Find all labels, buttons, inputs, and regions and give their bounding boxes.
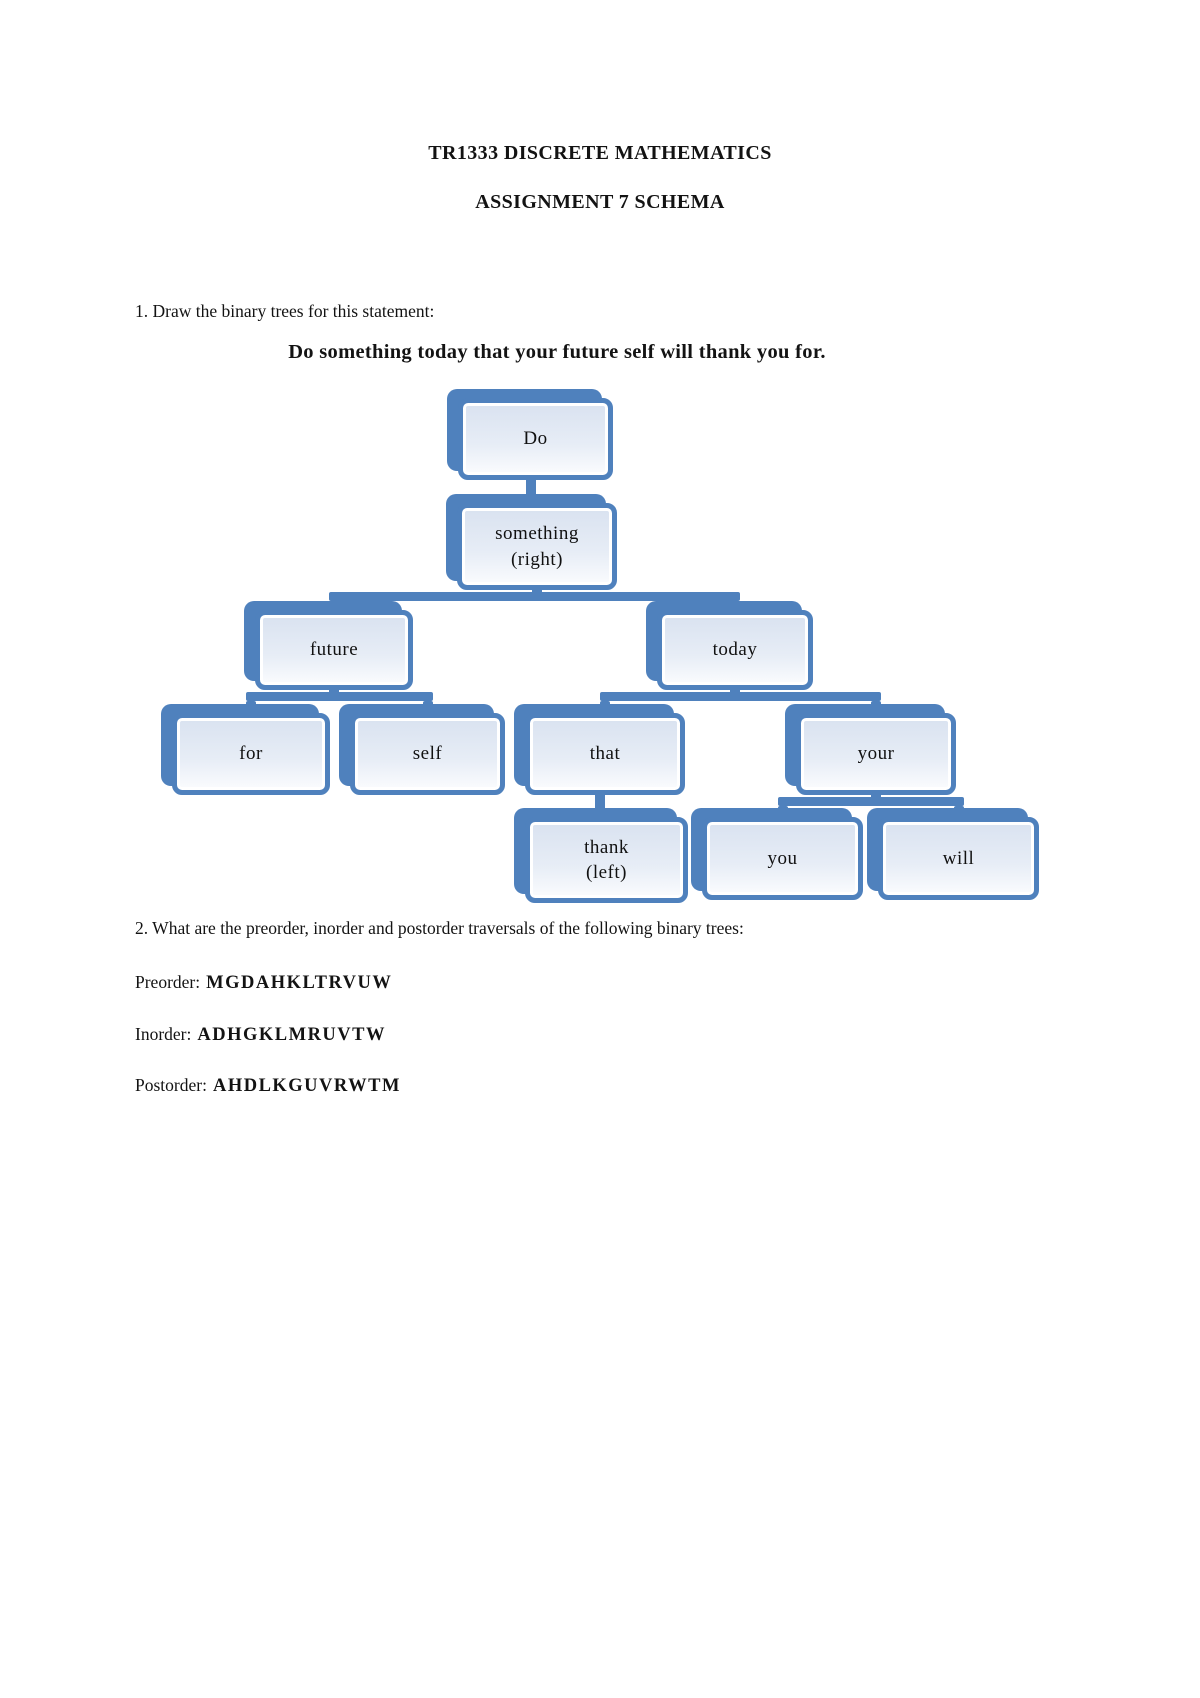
- tree-connector: [329, 684, 339, 696]
- node-label: for: [239, 743, 263, 765]
- tree-node-do: Do: [447, 389, 613, 480]
- node-label: thank: [584, 836, 629, 858]
- question-2: 2. What are the preorder, inorder and po…: [135, 918, 744, 938]
- node-box: will: [878, 817, 1039, 900]
- tree-node-future: future: [244, 601, 413, 690]
- node-label: future: [309, 639, 359, 661]
- node-label: self: [412, 743, 443, 765]
- tree-connector: [532, 584, 542, 596]
- traversal-value: MGDAHKLTRVUW: [206, 973, 393, 993]
- node-box: Do: [458, 398, 613, 480]
- tree-node-self: self: [339, 704, 505, 795]
- traversal-value: ADHGKLMRUVTW: [197, 1025, 386, 1045]
- tree-node-today: today: [646, 601, 813, 690]
- node-box: today: [657, 610, 813, 690]
- node-box: that: [525, 713, 685, 795]
- traversal-preorder: Preorder:MGDAHKLTRVUW: [135, 972, 392, 994]
- node-box: your: [796, 713, 956, 795]
- traversal-value: AHDLKGUVRWTM: [212, 1076, 401, 1096]
- node-box: future: [255, 610, 413, 690]
- node-label: Do: [523, 428, 548, 450]
- traversal-label: Inorder:: [135, 1024, 192, 1044]
- traversal-label: Postorder:: [135, 1075, 207, 1095]
- node-label: today: [712, 639, 758, 661]
- tree-node-your: your: [785, 704, 956, 795]
- tree-node-you: you: [691, 808, 863, 900]
- tree-connector: [329, 592, 740, 601]
- node-sublabel: (left): [586, 862, 627, 883]
- tree-node-that: that: [514, 704, 685, 795]
- statement-sentence: Do something today that your future self…: [288, 341, 826, 363]
- node-label: you: [767, 847, 798, 869]
- tree-connector: [730, 684, 740, 696]
- traversal-postorder: Postorder:AHDLKGUVRWTM: [135, 1075, 401, 1097]
- tree-connector: [777, 797, 964, 806]
- tree-connector: [600, 692, 881, 701]
- page-subtitle: ASSIGNMENT 7 SCHEMA: [475, 191, 725, 213]
- tree-node-thank: thank (left): [514, 808, 688, 903]
- node-box: something (right): [457, 503, 617, 590]
- node-label: will: [942, 847, 975, 869]
- tree-node-for: for: [161, 704, 330, 795]
- node-label: your: [857, 743, 895, 765]
- traversal-label: Preorder:: [135, 972, 201, 992]
- node-box: you: [702, 817, 863, 900]
- node-box: thank (left): [525, 817, 688, 903]
- node-label: that: [589, 743, 621, 765]
- node-box: for: [172, 713, 330, 795]
- tree-node-something: something (right): [446, 494, 617, 590]
- tree-connector: [871, 789, 881, 801]
- tree-node-will: will: [867, 808, 1039, 900]
- node-sublabel: (right): [510, 548, 564, 570]
- question-1: 1. Draw the binary trees for this statem…: [135, 301, 435, 321]
- page-title: TR1333 DISCRETE MATHEMATICS: [428, 142, 772, 164]
- tree-connector: [246, 692, 433, 701]
- node-box: self: [350, 713, 505, 795]
- node-label: something: [495, 523, 579, 545]
- traversal-inorder: Inorder:ADHGKLMRUVTW: [135, 1024, 386, 1046]
